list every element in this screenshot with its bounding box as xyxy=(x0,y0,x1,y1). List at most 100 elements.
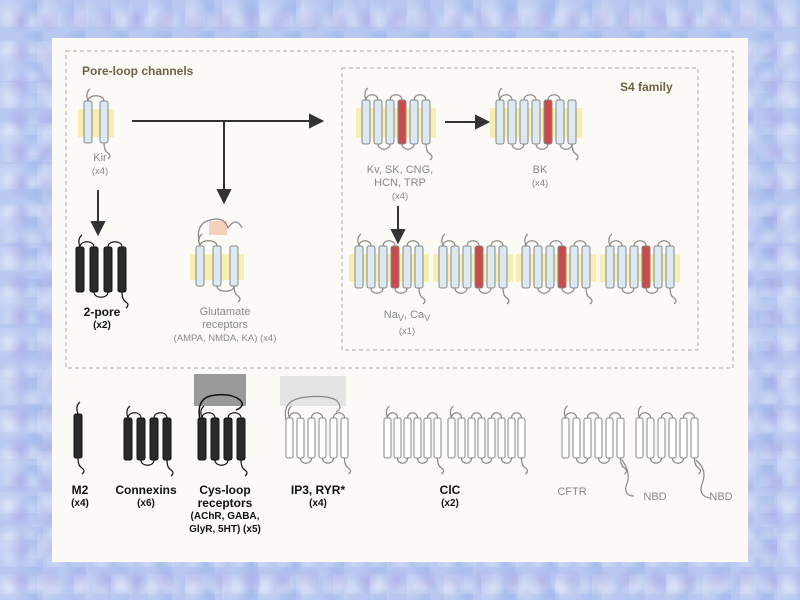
clc-channel-2-c-tail xyxy=(522,458,528,474)
clc-channel-1-helix xyxy=(394,418,401,458)
ip3-channel-helix xyxy=(319,418,326,458)
nbd1-loop xyxy=(622,460,634,496)
nav-domain-2 xyxy=(433,234,513,304)
m2-name: M2 xyxy=(72,483,89,497)
nav-domain-1-helix xyxy=(355,246,363,288)
kv-channel-helix xyxy=(410,100,418,144)
two-pore-name: 2-pore xyxy=(84,305,121,319)
cic-count: (x2) xyxy=(425,497,475,510)
ip3-label: IP3, RYR* (x4) xyxy=(280,484,356,510)
bk-channel-c-tail xyxy=(572,144,578,160)
cftr-label: CFTR xyxy=(552,486,592,499)
kir-channel xyxy=(78,89,114,159)
clc-channel-1-helix xyxy=(434,418,441,458)
m2-channel-c-tail xyxy=(78,458,84,474)
kv-channel-helix xyxy=(386,100,394,144)
glutamate-label: Glutamate receptors (AMPA, NMDA, KA) (x4… xyxy=(150,306,300,345)
two-pore-channel-loops xyxy=(80,242,122,298)
cysloop-name: Cys-loop xyxy=(199,483,250,497)
connexin-channel-helix xyxy=(124,418,132,460)
m2-channel-n-tail xyxy=(77,402,80,414)
ip3-cytoplasmic-domain xyxy=(280,376,346,406)
two-pore-channel-helix xyxy=(90,247,98,292)
clc-channel-2 xyxy=(448,406,528,474)
nav-domain-4-helix xyxy=(666,246,674,288)
clc-channel-2-helix xyxy=(498,418,505,458)
bk-channel-helix xyxy=(496,100,504,144)
clc-channel-1-helix xyxy=(424,418,431,458)
m2-channel xyxy=(74,402,84,474)
nav-name: NaV, CaV xyxy=(384,309,430,321)
cftr-tm2-c-tail xyxy=(695,458,701,474)
two-pore-label: 2-pore (x2) xyxy=(72,306,132,332)
connexin-channel-loops xyxy=(128,413,167,466)
clc-channel-2-helix xyxy=(468,418,475,458)
ip3-count: (x4) xyxy=(280,497,356,510)
cftr-tm1-helix xyxy=(584,418,591,458)
nav-domain-3-c-tail xyxy=(586,288,592,304)
bk-channel-helix xyxy=(520,100,528,144)
nav-domain-4-helix xyxy=(630,246,638,288)
kir-count: (x4) xyxy=(80,165,120,178)
cftr-tm2-helix xyxy=(647,418,654,458)
nav-domain-1-helix xyxy=(367,246,375,288)
connexin-channel xyxy=(124,406,173,476)
s4-family-title: S4 family xyxy=(620,80,673,94)
ip3-channel-helix xyxy=(286,418,293,458)
kv-name2: HCN, TRP xyxy=(374,177,426,189)
kv-channel-helix xyxy=(422,100,430,144)
clc-channel-2-helix xyxy=(448,418,455,458)
kir-channel-loops xyxy=(88,96,104,101)
kv-count: (x4) xyxy=(355,190,445,203)
arrow-to-bk xyxy=(476,116,488,128)
nav-domain-3-helix xyxy=(534,246,542,288)
glutamate-channel xyxy=(190,219,244,302)
cftr-tm2-helix xyxy=(658,418,665,458)
cftr-tm1-helix xyxy=(617,418,624,458)
arrow-to-nav xyxy=(392,230,404,242)
ip3-channel-helix xyxy=(341,418,348,458)
connexins-count: (x6) xyxy=(108,497,184,510)
nav-label: NaV, CaV (x1) xyxy=(372,309,442,338)
ip3-channel-c-tail xyxy=(345,458,351,474)
two-pore-channel-helix xyxy=(76,247,84,292)
cysloop-channel xyxy=(198,406,247,476)
nav-domain-2-helix xyxy=(487,246,495,288)
cftr-tm2-helix xyxy=(669,418,676,458)
cftr-tm2 xyxy=(636,406,701,474)
cysloop-channel-helix xyxy=(224,418,232,460)
cftr-tm1-helix xyxy=(595,418,602,458)
nav-domain-1 xyxy=(349,234,429,304)
nav-count: (x1) xyxy=(372,325,442,338)
m2-channel-helix xyxy=(74,414,82,458)
kir-channel-helix xyxy=(84,101,92,143)
glutamate-channel-c-tail xyxy=(234,286,240,302)
connexin-channel-c-tail xyxy=(167,460,173,476)
two-pore-count: (x2) xyxy=(72,319,132,332)
cysloop-name2: receptors xyxy=(198,496,253,510)
bk-channel xyxy=(490,88,582,160)
bk-label: BK (x4) xyxy=(520,164,560,190)
arrow-to-s4 xyxy=(310,115,322,127)
kv-channel-helix xyxy=(398,100,406,144)
cftr-tm1 xyxy=(562,406,627,474)
glutamate-detail: (AMPA, NMDA, KA) (x4) xyxy=(150,332,300,345)
cysloop-channel-c-tail xyxy=(241,460,247,476)
nav-domain-3 xyxy=(516,234,596,304)
glutamate-name: Glutamate xyxy=(200,306,251,318)
glutamate-ligand-domain xyxy=(209,221,227,235)
nav-domain-1-c-tail xyxy=(419,288,425,304)
cftr-tm1-helix xyxy=(573,418,580,458)
cftr-tm2-helix xyxy=(680,418,687,458)
connexins-label: Connexins (x6) xyxy=(108,484,184,510)
nav-domain-4-helix xyxy=(606,246,614,288)
kv-label: Kv, SK, CNG, HCN, TRP (x4) xyxy=(355,164,445,203)
m2-count: (x4) xyxy=(60,497,100,510)
ip3-channel-helix xyxy=(330,418,337,458)
cysloop-label: Cys-loop receptors (AChR, GABA, GlyR, 5H… xyxy=(180,484,270,536)
cysloop-channel-helix xyxy=(237,418,245,460)
bk-channel-helix xyxy=(532,100,540,144)
glutamate-channel-helix xyxy=(213,246,221,286)
cic-label: ClC (x2) xyxy=(425,484,475,510)
